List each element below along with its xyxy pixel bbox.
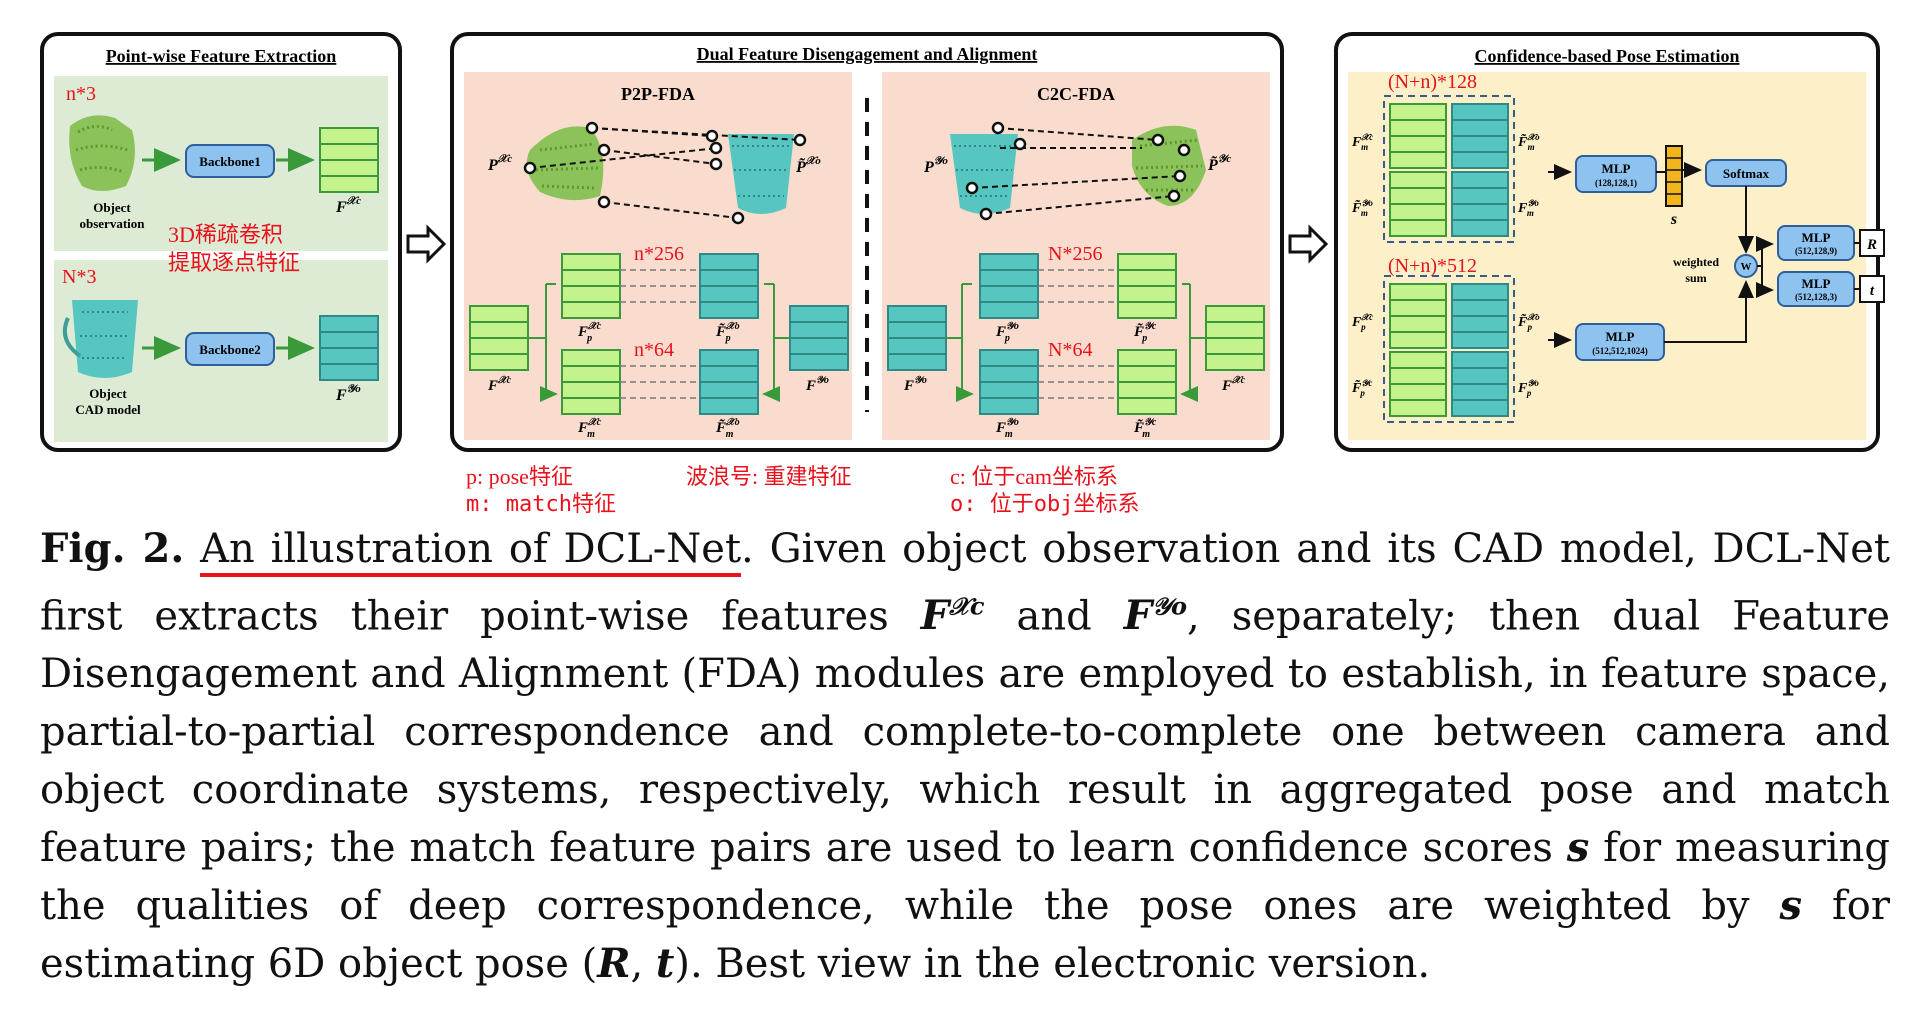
n3-note: n*3 [66,83,96,105]
caption-sym-s1: s [1566,824,1590,872]
fda-title: Dual Feature Disengagement and Alignment [697,44,1038,64]
note-sparse-conv: 3D稀疏卷积 [168,222,283,247]
note-o: o: 位于obj坐标系 [950,492,1140,517]
c2c-input-green [1205,305,1265,371]
p2p-title: P2P-FDA [621,84,695,104]
p2p-p-teal [699,253,759,319]
note-pointwise: 提取逐点特征 [168,250,300,275]
p2p-cad-cloud-icon [728,134,794,214]
flow-arrow-2-icon [1288,224,1329,264]
backbone2-box [185,332,275,366]
mlp1-label: MLP [1602,161,1631,176]
caption-sym-R: R [597,940,631,988]
caption-s4: for measuring the qualities of deep corr… [40,825,1890,930]
p2p-observation-cloud-icon [526,126,604,201]
notes-row-2: m: match特征 o: 位于obj坐标系 [466,486,1266,517]
caption-s3: , separately; then dual Feature Disengag… [40,593,1890,872]
sum-label: sum [1685,271,1706,285]
mlp-t-dims: (512,128,3) [1795,292,1837,302]
feat-cad-block [319,315,379,381]
caption-s1: . Given object observation and its CAD m… [40,526,1890,640]
p2p-n256-note: n*256 [634,243,684,265]
c2c-N256-note: N*256 [1048,243,1102,265]
p2p-m-teal [699,349,759,415]
backbone1-box [185,144,275,178]
note-m: m: match特征 [466,492,616,517]
note-wave: 波浪号: 重建特征 [686,464,852,489]
weighted-label: weighted [1673,255,1719,269]
caption-s5: for estimating 6D object pose ( [40,883,1890,988]
backbone1-label: Backbone1 [199,154,260,169]
backbone2-label: Backbone2 [199,342,260,357]
mlp-r-dims: (512,128,9) [1795,246,1837,256]
caption-feat-xc: F𝒳c [920,592,985,640]
score-s-label: s [1670,211,1677,228]
weighting-node-label: W [1741,261,1752,273]
caption-s6: ). Best view in the electronic version. [674,941,1431,988]
obs-label-1: Object [93,200,131,215]
figure-diagram: Point-wise Feature Extraction n*3 N*3 Ob… [40,32,1885,489]
pose-feature-stack [1389,283,1509,417]
dim-bot-note: (N+n)*512 [1388,255,1477,277]
mlp2-dims: (512,512,1024) [1592,346,1648,356]
mlp2-label: MLP [1606,329,1635,344]
caption-fig-label: Fig. 2. [40,525,185,572]
p2p-input-green [469,305,529,371]
flow-arrow-1-icon [406,224,447,264]
match-feature-stack [1389,103,1509,237]
confidence-title: Confidence-based Pose Estimation [1475,46,1740,66]
output-t-box [1859,275,1885,303]
c2c-input-teal [887,305,947,371]
extraction-panel: Point-wise Feature Extraction n*3 N*3 Ob… [40,32,402,452]
observation-pointcloud-icon [69,115,135,191]
extraction-title: Point-wise Feature Extraction [106,46,337,66]
c2c-m-green [1117,349,1177,415]
note-c: c: 位于cam坐标系 [950,464,1118,489]
caption-feat-yo: F𝒴o [1123,592,1187,640]
caption-sym-t: t [655,940,675,988]
p2p-n64-note: n*64 [634,339,674,361]
c2c-title: C2C-FDA [1037,84,1115,104]
c2c-p-green [1117,253,1177,319]
c2c-p-teal [979,253,1039,319]
mlp1-box [1575,155,1657,193]
p2p-p-green [561,253,621,319]
figure-caption: Fig. 2. An illustration of DCL-Net. Give… [40,525,1890,988]
fda-panel: Dual Feature Disengagement and Alignment… [450,32,1284,452]
caption-title: An illustration of DCL-Net [200,526,742,577]
cad-label-1: Object [89,386,127,401]
softmax-label: Softmax [1723,166,1770,181]
mlp1-dims: (128,128,1) [1595,178,1637,188]
c2c-N64-note: N*64 [1048,339,1092,361]
N3-note: N*3 [62,266,96,288]
p2p-m-green [561,349,621,415]
output-r-box [1859,229,1885,257]
caption-s2: and [984,593,1124,640]
score-vector [1665,145,1683,207]
mlp-t-label: MLP [1802,276,1831,291]
c2c-m-teal [979,349,1039,415]
feat-obs-block [319,127,379,193]
p2p-input-teal [789,305,849,371]
obs-label-2: observation [80,216,146,231]
note-p: p: pose特征 [466,464,573,489]
annotation-notes: p: pose特征 波浪号: 重建特征 c: 位于cam坐标系 [466,464,1118,489]
confidence-panel: Confidence-based Pose Estimation (N+n)*1… [1334,32,1885,452]
cad-pointcloud-icon [63,300,138,378]
output-t-label: t [1870,283,1875,299]
mlp-r-label: MLP [1802,230,1831,245]
c2c-cad-cloud-icon [950,134,1018,214]
output-r-label: R [1866,237,1877,253]
caption-sym-s2: s [1779,882,1803,930]
cad-label-2: CAD model [75,402,141,417]
dim-top-note: (N+n)*128 [1388,71,1477,93]
